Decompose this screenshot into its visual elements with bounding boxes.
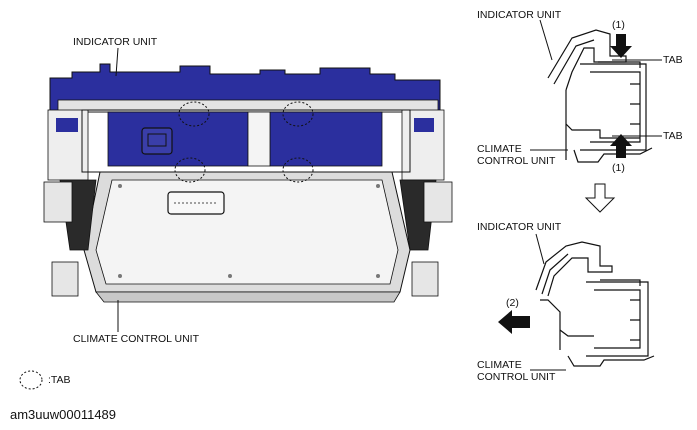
tab-label-top: TAB	[663, 54, 683, 66]
push-arrow-up-icon	[610, 134, 632, 158]
tab-markers	[174, 101, 314, 183]
right-bottom-climate-label: CLIMATE CONTROL UNIT	[477, 359, 556, 384]
indicator-unit-body	[47, 63, 445, 181]
tab-marker	[282, 101, 314, 127]
tab-marker	[282, 157, 314, 183]
right-bottom-section	[535, 241, 655, 367]
right-bottom-indicator-label: INDICATOR UNIT	[477, 221, 562, 233]
figure-caption: am3uuw00011489	[10, 407, 117, 422]
pull-arrow-left-icon	[498, 310, 530, 334]
step-1-top-label: (1)	[612, 19, 625, 31]
tab-marker	[174, 157, 206, 183]
push-arrow-down-icon	[610, 34, 632, 58]
tab-legend-label: :TAB	[48, 374, 71, 386]
indicator-leader-line	[115, 47, 119, 77]
climate-line-1: CLIMATE	[477, 359, 522, 371]
right-top-section	[547, 29, 662, 163]
step-1-bottom-label: (1)	[612, 162, 625, 174]
transition-arrow-icon	[584, 183, 616, 213]
climate-line-1: CLIMATE	[477, 143, 522, 155]
step-2-label: (2)	[506, 297, 519, 309]
tab-marker	[178, 101, 210, 127]
right-top-climate-label: CLIMATE CONTROL UNIT	[477, 143, 556, 168]
climate-line-2: CONTROL UNIT	[477, 370, 556, 383]
tab-label-bottom: TAB	[663, 130, 683, 142]
right-top-indicator-label: INDICATOR UNIT	[477, 9, 562, 21]
tab-legend-icon	[19, 370, 43, 390]
climate-line-2: CONTROL UNIT	[477, 154, 556, 167]
climate-control-unit-label: CLIMATE CONTROL UNIT	[73, 333, 200, 345]
indicator-unit-label: INDICATOR UNIT	[73, 36, 158, 48]
climate-control-unit-body	[43, 171, 453, 303]
